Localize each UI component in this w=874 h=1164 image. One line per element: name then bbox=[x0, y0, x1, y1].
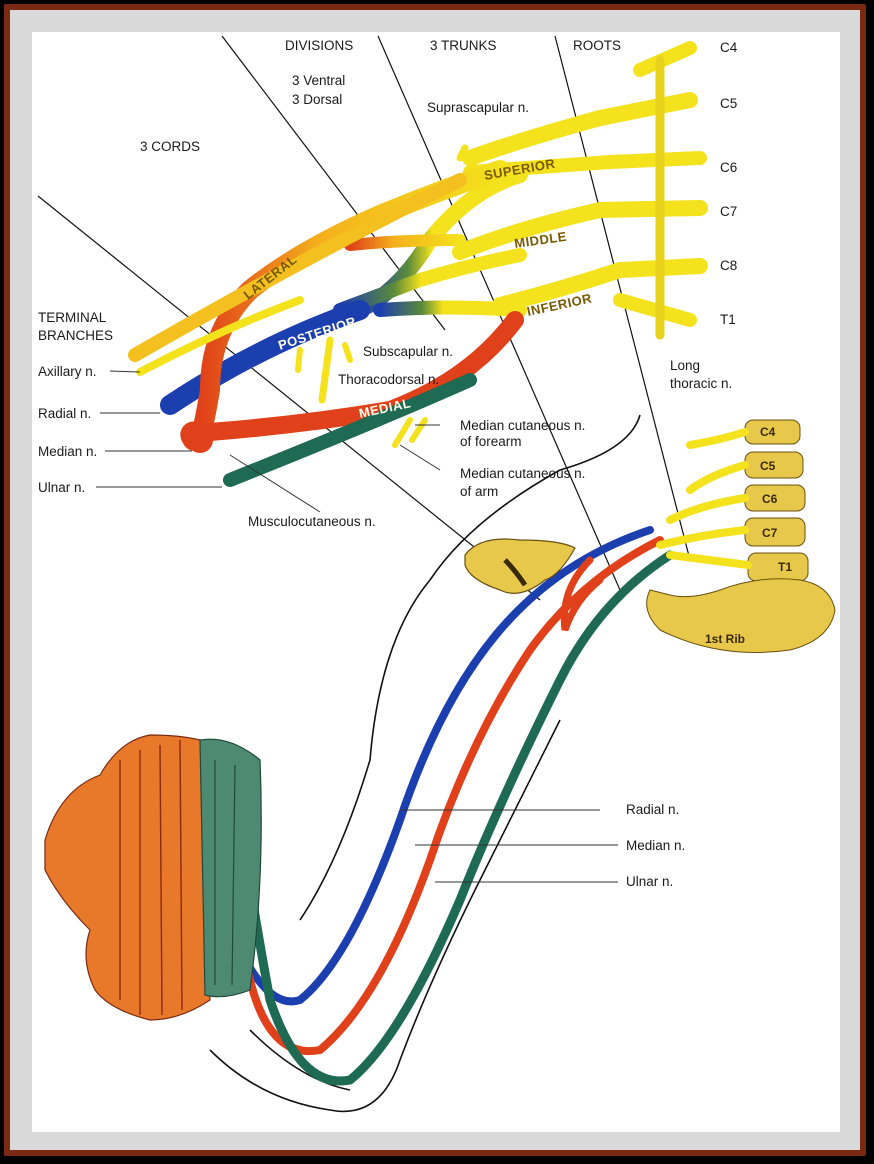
arm-outline bbox=[209, 414, 641, 1113]
label-subscapular: Subscapular n. bbox=[363, 344, 453, 359]
root-c5: C5 bbox=[720, 96, 737, 111]
label-roots: ROOTS bbox=[573, 38, 621, 53]
label-ventral: 3 Ventral bbox=[292, 73, 345, 88]
label-median: Median n. bbox=[38, 444, 97, 459]
label-long-thoracic-1: Long bbox=[670, 358, 700, 373]
roots-trunks bbox=[452, 41, 708, 340]
rib-label: 1st Rib bbox=[705, 632, 745, 646]
label-ulnar: Ulnar n. bbox=[38, 480, 85, 495]
arm-label-ulnar: Ulnar n. bbox=[626, 874, 673, 889]
label-divisions: DIVISIONS bbox=[285, 38, 353, 53]
terminal-branches bbox=[128, 173, 467, 453]
label-med-cut-arm-1: Median cutaneous n. bbox=[460, 466, 585, 481]
label-trunks: 3 TRUNKS bbox=[430, 38, 497, 53]
leader-lines bbox=[96, 370, 618, 883]
arm-label-median: Median n. bbox=[626, 838, 685, 853]
vertebra-c4: C4 bbox=[760, 425, 776, 439]
vertebra-c7: C7 bbox=[762, 526, 778, 540]
arm-nerves bbox=[196, 526, 675, 1086]
vertebra-t1: T1 bbox=[778, 560, 792, 574]
label-axillary: Axillary n. bbox=[38, 364, 97, 379]
hand bbox=[44, 734, 262, 1021]
root-c8: C8 bbox=[720, 258, 737, 273]
vertebral-column bbox=[646, 419, 836, 653]
label-dorsal: 3 Dorsal bbox=[292, 92, 342, 107]
scapula-bone bbox=[464, 538, 576, 594]
label-musculocutaneous: Musculocutaneous n. bbox=[248, 514, 376, 529]
root-t1: T1 bbox=[720, 312, 736, 327]
label-cords: 3 CORDS bbox=[140, 139, 200, 154]
medial-cord bbox=[201, 311, 524, 487]
label-long-thoracic-2: thoracic n. bbox=[670, 376, 732, 391]
vertebra-c5: C5 bbox=[760, 459, 776, 473]
small-branches bbox=[295, 336, 428, 448]
label-med-cut-arm-2: of arm bbox=[460, 484, 498, 499]
label-radial: Radial n. bbox=[38, 406, 91, 421]
label-med-cut-forearm-2: of forearm bbox=[460, 434, 522, 449]
label-suprascapular: Suprascapular n. bbox=[427, 100, 529, 115]
label-thoracodorsal: Thoracodorsal n. bbox=[338, 372, 439, 387]
label-branches: BRANCHES bbox=[38, 328, 113, 343]
trunk-middle: MIDDLE bbox=[513, 229, 567, 251]
vertebra-c6: C6 bbox=[762, 492, 778, 506]
cord-lateral: LATERAL bbox=[241, 252, 300, 303]
root-c7: C7 bbox=[720, 204, 737, 219]
label-terminal: TERMINAL bbox=[38, 310, 107, 325]
root-c4: C4 bbox=[720, 40, 738, 55]
label-med-cut-forearm-1: Median cutaneous n. bbox=[460, 418, 585, 433]
root-c6: C6 bbox=[720, 160, 737, 175]
arm-label-radial: Radial n. bbox=[626, 802, 679, 817]
